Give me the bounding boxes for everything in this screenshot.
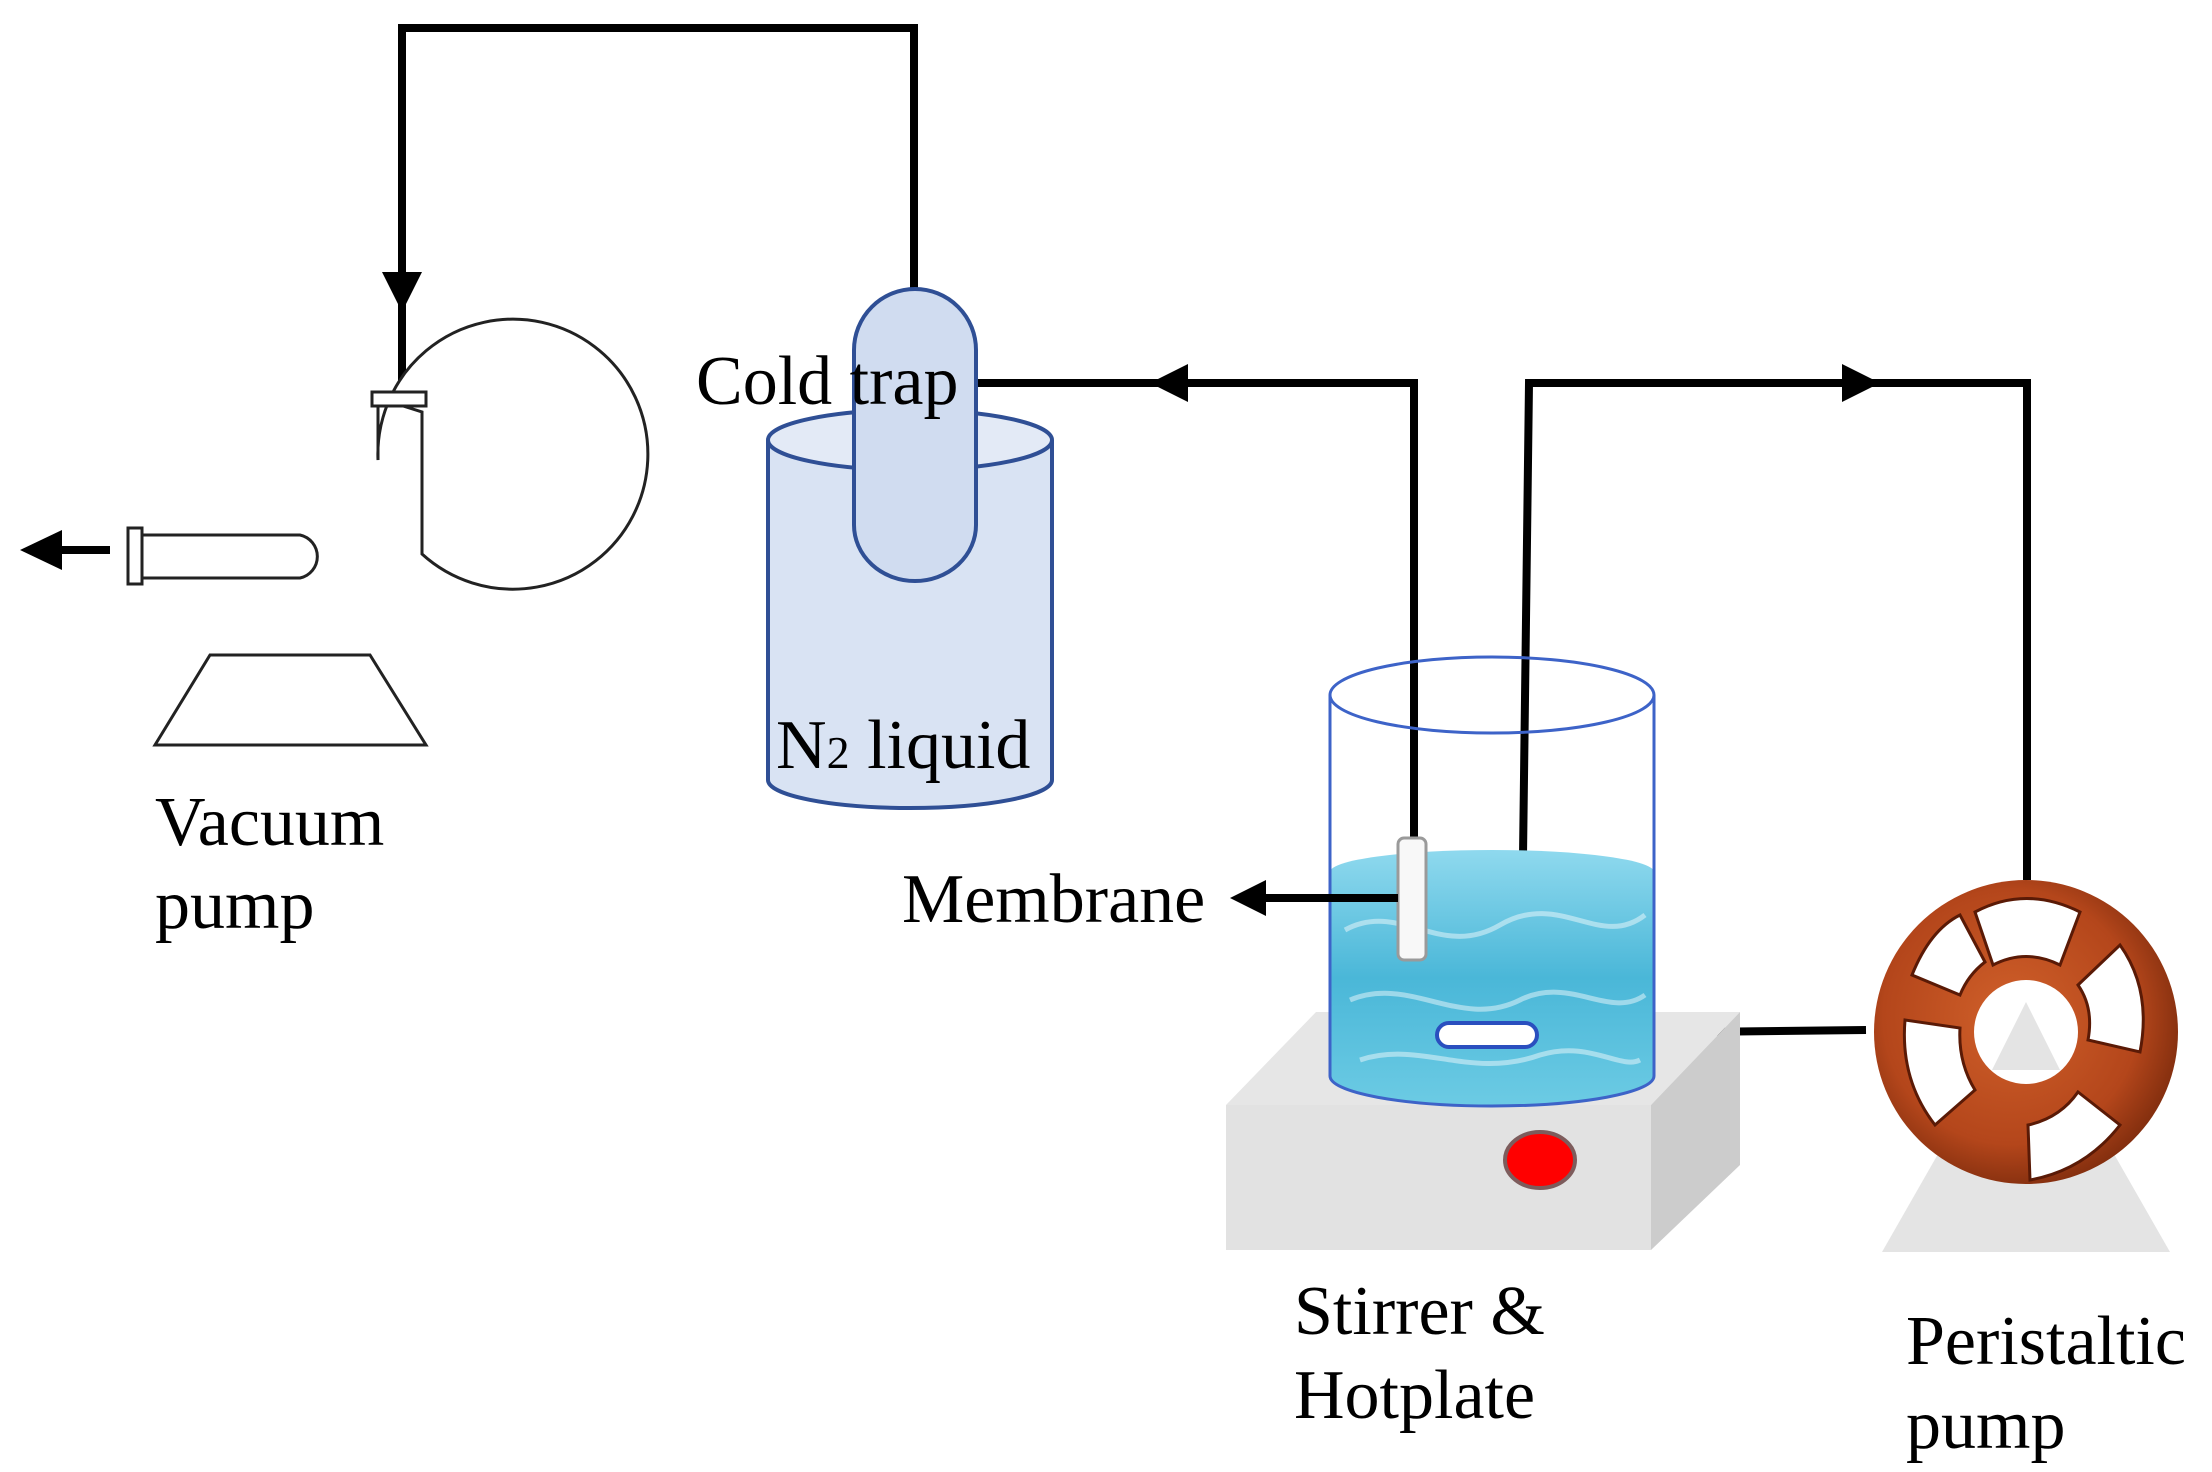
hotplate-knob xyxy=(1503,1130,1577,1190)
water-ripples xyxy=(1343,911,1647,1067)
vacuum-pump-label-line1: Vacuum xyxy=(155,784,384,861)
beaker-glass xyxy=(1328,695,1656,1108)
n2-liquid-text: liquid xyxy=(850,707,1031,784)
stirrer-label-line2: Hotplate xyxy=(1294,1357,1535,1434)
stirrer-label-line1: Stirrer & xyxy=(1294,1273,1545,1350)
vacuum-pump-outlet xyxy=(138,533,319,580)
peristaltic-label-line2: pump xyxy=(1906,1387,2065,1464)
rotor-windows xyxy=(1902,897,2145,1182)
hotplate-front xyxy=(1226,1105,1651,1250)
vacuum-pump-label-line2: pump xyxy=(155,867,314,944)
stand-peak xyxy=(1992,1002,2060,1070)
vacuum-pump-inlet xyxy=(370,390,428,408)
hotplate-side xyxy=(1651,1012,1740,1250)
arrow-left-icon xyxy=(1230,880,1266,916)
arrow-down-icon xyxy=(382,272,422,312)
cold-trap-label: Cold trap xyxy=(696,343,958,420)
cold-trap xyxy=(766,287,1054,810)
permeate-line xyxy=(976,379,1418,838)
n2-symbol: N xyxy=(776,707,827,784)
beaker-water xyxy=(1330,850,1654,1106)
beaker-rim xyxy=(1328,655,1656,735)
peristaltic-pump xyxy=(1874,880,2178,1252)
feed-beaker xyxy=(1328,655,1656,1108)
vacuum-pump-flange xyxy=(126,526,144,586)
dewar-flask xyxy=(766,440,1054,810)
arrow-left-icon xyxy=(1150,364,1188,402)
arrow-left-icon xyxy=(20,530,62,570)
stir-bar xyxy=(1435,1021,1539,1049)
vacuum-pump xyxy=(126,317,650,747)
vacuum-line xyxy=(398,24,918,388)
vacuum-pump-body xyxy=(376,317,650,591)
cold-trap-tube xyxy=(852,287,978,583)
feed-return-line xyxy=(1518,379,2031,936)
membrane-label: Membrane xyxy=(902,861,1205,938)
n2-liquid-label: N2 liquid xyxy=(776,707,1030,784)
membrane-module xyxy=(1396,836,1428,962)
arrow-right-icon xyxy=(1842,364,1880,402)
peristaltic-label-line1: Peristaltic xyxy=(1906,1303,2186,1380)
n2-subscript: 2 xyxy=(827,727,850,778)
vacuum-pump-stand xyxy=(152,653,429,747)
